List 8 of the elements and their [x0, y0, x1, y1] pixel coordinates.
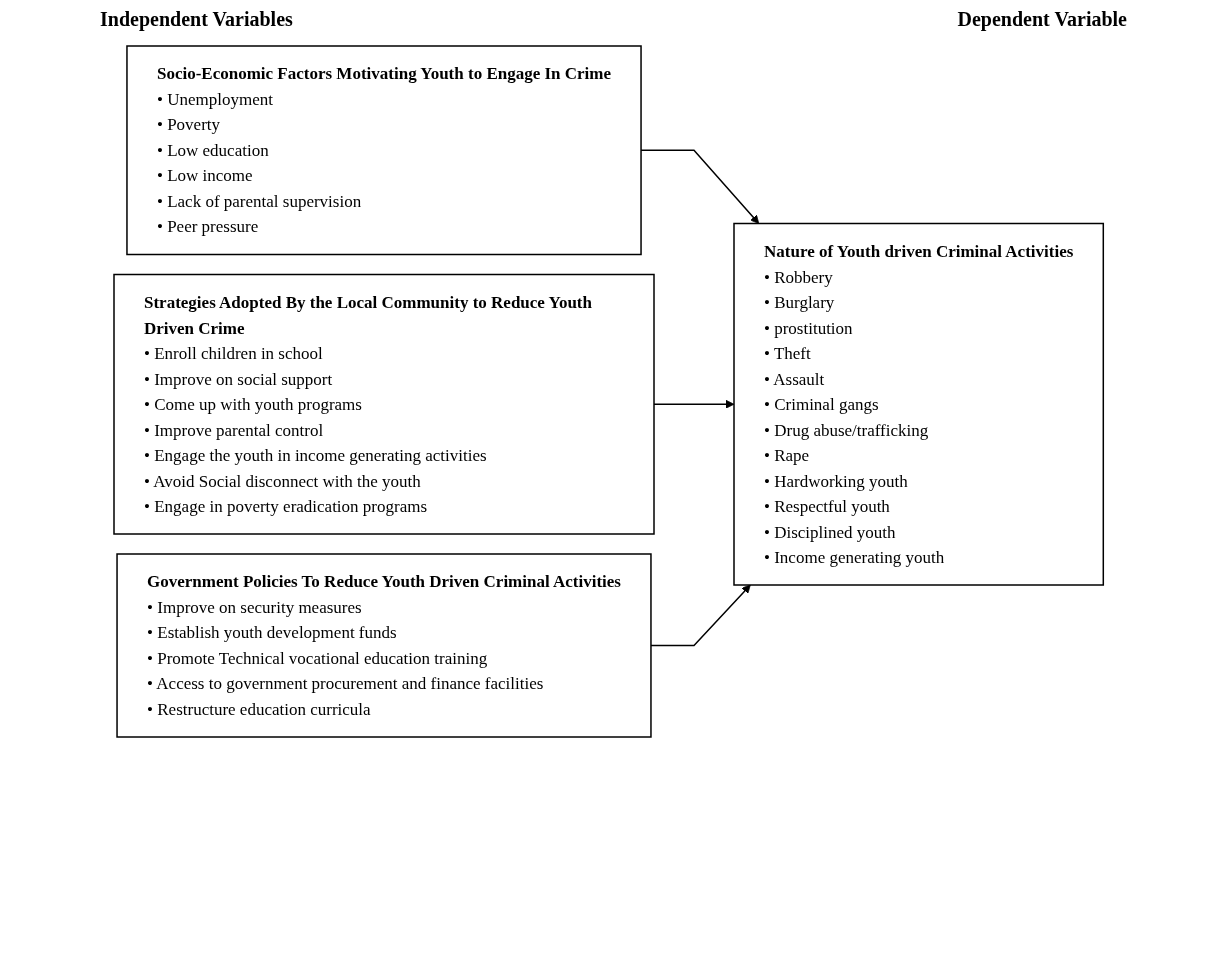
node-box: Socio-Economic Factors Motivating Youth to Engage In Crime • Unemployment • Poverty • Low education • Low income • Lack of parental supervision • Peer pressure [126, 45, 642, 256]
arrow [650, 584, 751, 647]
arrow [640, 149, 760, 224]
column-heading: Dependent Variable [957, 8, 1127, 33]
node-box: Strategies Adopted By the Local Community to Reduce Youth Driven Crime • Enroll children in school • Improve on social support • Come up with youth programs • Improve parental control • Engage the youth in income generating activities • Avoid Social disconnect with the youth • Engage in poverty eradication programs [113, 273, 655, 535]
node-box: Government Policies To Reduce Youth Driven Criminal Activities • Improve on security measures • Establish youth development funds • Promote Technical vocational education training • Access to government procurement and finance facilities • Restructure education curricula [116, 553, 652, 738]
node-box: Nature of Youth driven Criminal Activities • Robbery • Burglary • prostitution • Theft • Assault • Criminal gangs • Drug abuse/trafficking • Rape • Hardworking youth • Respectful youth • Disciplined youth • Income generating youth [733, 222, 1104, 586]
column-heading: Independent Variables [100, 8, 293, 33]
